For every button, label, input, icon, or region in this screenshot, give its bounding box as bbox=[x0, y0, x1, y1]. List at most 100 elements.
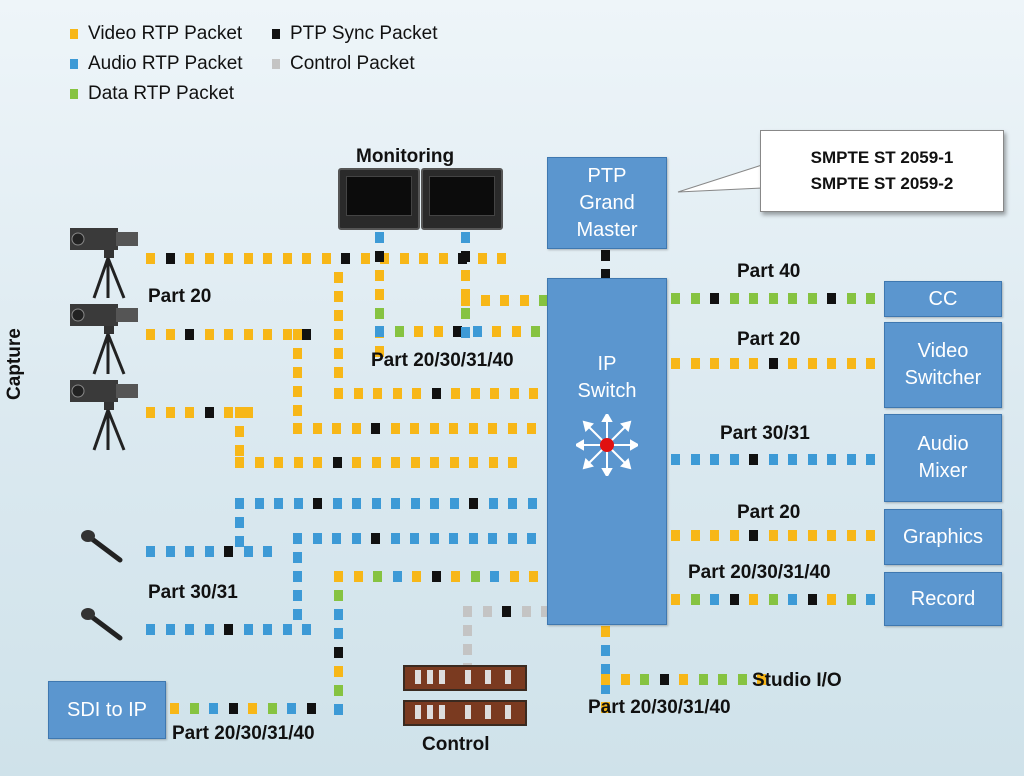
packet-square bbox=[488, 533, 497, 544]
packet-square bbox=[334, 310, 343, 321]
packet-square bbox=[749, 454, 758, 465]
packet-square bbox=[313, 498, 322, 509]
legend-video: Video RTP Packet bbox=[70, 23, 242, 45]
audio-part-label: Part 30/31 bbox=[720, 423, 810, 444]
packet-square bbox=[710, 454, 719, 465]
packet-square bbox=[166, 407, 175, 418]
packet-square bbox=[469, 457, 478, 468]
packet-square bbox=[691, 454, 700, 465]
packet-square bbox=[380, 253, 389, 264]
packet-square bbox=[333, 457, 342, 468]
packet-square bbox=[699, 674, 708, 685]
packet-square bbox=[866, 358, 875, 369]
packet-square bbox=[322, 253, 331, 264]
packet-square bbox=[375, 251, 384, 262]
packet-square bbox=[510, 571, 519, 582]
packet-square bbox=[294, 498, 303, 509]
packet-square bbox=[449, 423, 458, 434]
packet-square bbox=[293, 405, 302, 416]
packet-square bbox=[354, 388, 363, 399]
packet-square bbox=[788, 454, 797, 465]
packet-square bbox=[527, 533, 536, 544]
packet-square bbox=[334, 291, 343, 302]
packet-square bbox=[827, 594, 836, 605]
packet-square bbox=[190, 703, 199, 714]
packet-square bbox=[866, 293, 875, 304]
packet-square bbox=[373, 571, 382, 582]
packet-square bbox=[490, 571, 499, 582]
packet-square bbox=[332, 533, 341, 544]
packet-square bbox=[293, 348, 302, 359]
packet-square bbox=[691, 594, 700, 605]
packet-square bbox=[334, 685, 343, 696]
packet-square bbox=[244, 624, 253, 635]
packet-square bbox=[235, 445, 244, 456]
video-switcher-box: Video Switcher bbox=[884, 322, 1002, 408]
packet-square bbox=[461, 232, 470, 243]
packet-square bbox=[235, 426, 244, 437]
packet-square bbox=[146, 407, 155, 418]
packet-square bbox=[463, 625, 472, 636]
packet-square bbox=[293, 386, 302, 397]
control-rack-icon bbox=[403, 665, 527, 691]
packet-square bbox=[478, 253, 487, 264]
packet-square bbox=[500, 295, 509, 306]
packet-square bbox=[205, 253, 214, 264]
packet-square bbox=[361, 253, 370, 264]
packet-square bbox=[313, 423, 322, 434]
callout-line-1: SMPTE ST 2059-1 bbox=[810, 148, 954, 167]
packet-square bbox=[640, 674, 649, 685]
packet-square bbox=[788, 530, 797, 541]
packet-square bbox=[293, 571, 302, 582]
packet-square bbox=[471, 571, 480, 582]
packet-square bbox=[539, 295, 548, 306]
packet-square bbox=[263, 546, 272, 557]
packet-square bbox=[453, 326, 462, 337]
packet-square bbox=[483, 606, 492, 617]
packet-square bbox=[235, 498, 244, 509]
packet-square bbox=[372, 457, 381, 468]
packet-square bbox=[488, 423, 497, 434]
packet-square bbox=[461, 289, 470, 300]
packet-square bbox=[302, 329, 311, 340]
packet-square bbox=[434, 326, 443, 337]
packet-square bbox=[166, 253, 175, 264]
packet-square bbox=[827, 530, 836, 541]
packet-square bbox=[255, 457, 264, 468]
packet-square bbox=[749, 530, 758, 541]
packet-square bbox=[769, 358, 778, 369]
packet-square bbox=[461, 251, 470, 262]
packet-square bbox=[375, 270, 384, 281]
packet-square bbox=[866, 594, 875, 605]
packet-square bbox=[410, 533, 419, 544]
packet-square bbox=[469, 498, 478, 509]
packet-square bbox=[185, 253, 194, 264]
ptp-packet-icon bbox=[272, 29, 280, 39]
cc-box: CC bbox=[884, 281, 1002, 317]
packet-square bbox=[287, 703, 296, 714]
packet-square bbox=[481, 295, 490, 306]
packet-square bbox=[601, 250, 610, 261]
packet-square bbox=[205, 624, 214, 635]
packet-square bbox=[430, 457, 439, 468]
packet-square bbox=[235, 517, 244, 528]
packet-square bbox=[307, 703, 316, 714]
packet-square bbox=[710, 530, 719, 541]
packet-square bbox=[334, 647, 343, 658]
packet-square bbox=[808, 358, 817, 369]
packet-square bbox=[244, 546, 253, 557]
packet-square bbox=[263, 253, 272, 264]
packet-square bbox=[461, 308, 470, 319]
packet-square bbox=[205, 329, 214, 340]
packet-square bbox=[293, 367, 302, 378]
packet-square bbox=[209, 703, 218, 714]
packet-square bbox=[788, 594, 797, 605]
packet-square bbox=[730, 293, 739, 304]
packet-square bbox=[235, 407, 244, 418]
packet-square bbox=[528, 498, 537, 509]
packet-square bbox=[293, 423, 302, 434]
packet-square bbox=[263, 329, 272, 340]
packet-square bbox=[294, 457, 303, 468]
packet-square bbox=[334, 272, 343, 283]
packet-square bbox=[710, 293, 719, 304]
